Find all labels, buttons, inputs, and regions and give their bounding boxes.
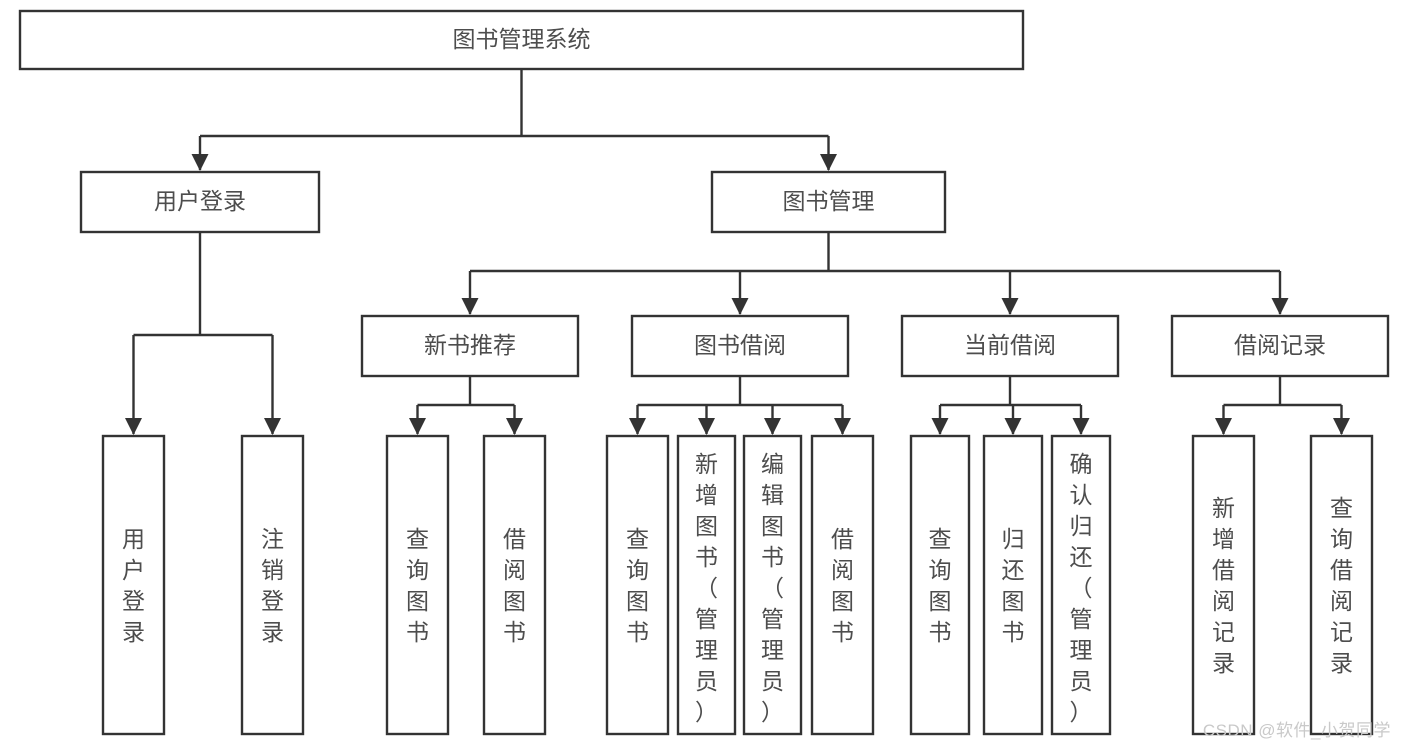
leaf-node-8[interactable]: 借阅图书 <box>810 434 875 736</box>
leaf-node-6-box[interactable] <box>676 434 737 736</box>
leaf-node-8-box[interactable] <box>810 434 875 736</box>
level3-node-3-box[interactable] <box>900 314 1120 378</box>
arrow-head-icon <box>264 418 281 435</box>
leaf-node-1[interactable]: 用户登录 <box>101 434 166 736</box>
level3-node-4[interactable]: 借阅记录 <box>1170 314 1390 378</box>
level3-node-3[interactable]: 当前借阅 <box>900 314 1120 378</box>
leaf-node-7[interactable]: 编辑图书（管理员） <box>742 434 803 736</box>
leaf-node-13[interactable]: 查询借阅记录 <box>1309 434 1374 736</box>
leaf-node-13-label: 查询借阅记录 <box>1330 495 1353 676</box>
leaf-node-4[interactable]: 借阅图书 <box>482 434 547 736</box>
arrow-head-icon <box>191 154 209 171</box>
level2-node-2[interactable]: 图书管理 <box>710 170 947 234</box>
leaf-node-1-label: 用户登录 <box>122 526 145 645</box>
leaf-node-12-label: 新增借阅记录 <box>1212 495 1235 676</box>
leaf-node-11[interactable]: 确认归还（管理员） <box>1050 434 1112 736</box>
level3-node-2-label: 图书借阅 <box>694 332 786 358</box>
level2-node-1-label: 用户登录 <box>154 188 246 214</box>
leaf-node-1-box[interactable] <box>101 434 166 736</box>
level2-node-1-box[interactable] <box>79 170 321 234</box>
level3-node-1-box[interactable] <box>360 314 580 378</box>
root-node-book-management-system[interactable]: 图书管理系统 <box>18 9 1025 71</box>
leaf-node-10-box[interactable] <box>982 434 1044 736</box>
leaf-node-9[interactable]: 查询图书 <box>909 434 971 736</box>
arrow-head-icon <box>834 418 851 435</box>
arrow-head-icon <box>731 298 749 315</box>
leaf-node-9-box[interactable] <box>909 434 971 736</box>
arrow-head-icon <box>1333 418 1350 435</box>
leaf-node-9-label: 查询图书 <box>929 526 952 645</box>
level3-node-2[interactable]: 图书借阅 <box>630 314 850 378</box>
leaf-node-10[interactable]: 归还图书 <box>982 434 1044 736</box>
arrow-head-icon <box>698 418 715 435</box>
root-node-book-management-system-label: 图书管理系统 <box>453 26 591 52</box>
arrow-head-icon <box>506 418 523 435</box>
leaf-node-11-box[interactable] <box>1050 434 1112 736</box>
leaf-node-12-box[interactable] <box>1191 434 1256 736</box>
arrow-head-icon <box>629 418 646 435</box>
arrow-head-icon <box>1215 418 1232 435</box>
level2-node-1[interactable]: 用户登录 <box>79 170 321 234</box>
leaf-node-6-label: 新增图书（管理员） <box>695 451 718 725</box>
root-node-book-management-system-box[interactable] <box>18 9 1025 71</box>
arrow-head-icon <box>1004 418 1022 435</box>
level3-node-4-box[interactable] <box>1170 314 1390 378</box>
arrow-head-icon <box>931 418 949 435</box>
leaf-node-7-label: 编辑图书（管理员） <box>761 451 784 725</box>
arrow-head-icon <box>1001 298 1019 315</box>
leaf-node-5-label: 查询图书 <box>626 526 649 645</box>
node-layer: 图书管理系统用户登录图书管理新书推荐图书借阅当前借阅借阅记录用户登录注销登录查询… <box>18 9 1390 736</box>
leaf-node-3-box[interactable] <box>385 434 450 736</box>
level3-node-1[interactable]: 新书推荐 <box>360 314 580 378</box>
leaf-node-2-label: 注销登录 <box>261 526 284 645</box>
arrow-head-icon <box>820 154 837 171</box>
arrow-head-icon <box>1072 418 1090 435</box>
leaf-node-3[interactable]: 查询图书 <box>385 434 450 736</box>
arrow-head-icon <box>461 298 479 315</box>
leaf-node-5-box[interactable] <box>605 434 670 736</box>
leaf-node-8-label: 借阅图书 <box>831 526 854 645</box>
level3-node-4-label: 借阅记录 <box>1234 332 1326 358</box>
watermark-text: CSDN @软件_小贺同学 <box>1202 721 1391 740</box>
leaf-node-7-box[interactable] <box>742 434 803 736</box>
leaf-node-10-label: 归还图书 <box>1002 526 1025 645</box>
connector-layer <box>125 69 1350 435</box>
leaf-node-6[interactable]: 新增图书（管理员） <box>676 434 737 736</box>
arrow-head-icon <box>764 418 781 435</box>
leaf-node-5[interactable]: 查询图书 <box>605 434 670 736</box>
level3-node-3-label: 当前借阅 <box>964 332 1056 358</box>
leaf-node-2[interactable]: 注销登录 <box>240 434 305 736</box>
arrow-head-icon <box>125 418 142 435</box>
leaf-node-11-label: 确认归还（管理员） <box>1070 451 1093 725</box>
level2-node-2-box[interactable] <box>710 170 947 234</box>
leaf-node-3-label: 查询图书 <box>406 526 429 645</box>
arrow-head-icon <box>1271 298 1289 315</box>
leaf-node-4-box[interactable] <box>482 434 547 736</box>
leaf-node-13-box[interactable] <box>1309 434 1374 736</box>
leaf-node-12[interactable]: 新增借阅记录 <box>1191 434 1256 736</box>
level2-node-2-label: 图书管理 <box>783 188 875 214</box>
level3-node-1-label: 新书推荐 <box>424 332 516 358</box>
arrow-head-icon <box>409 418 426 435</box>
level3-node-2-box[interactable] <box>630 314 850 378</box>
leaf-node-2-box[interactable] <box>240 434 305 736</box>
leaf-node-4-label: 借阅图书 <box>503 526 526 645</box>
